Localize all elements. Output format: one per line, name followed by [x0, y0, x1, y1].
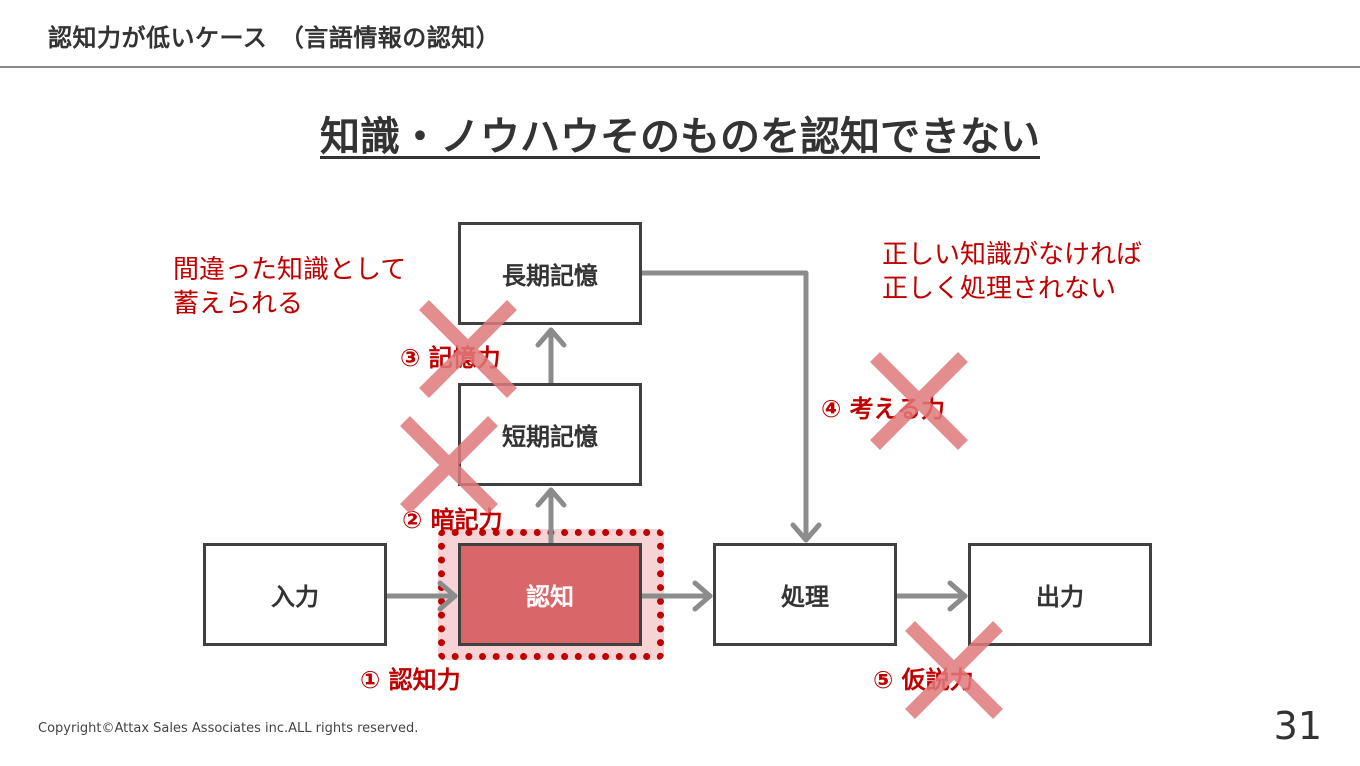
arrow-long-term-to-processing — [639, 270, 809, 543]
input-label: 入力 — [271, 583, 319, 611]
note-correct-processing-line2: 正しく処理されない — [882, 274, 1117, 304]
cross-mark-icon-memory — [419, 300, 517, 398]
long-term-memory-box: 長期記憶 — [458, 222, 642, 325]
short-term-memory-label: 短期記憶 — [502, 423, 598, 451]
arrowhead-input-to-cognition — [437, 580, 458, 612]
slide-header-title: 認知力が低いケース （言語情報の認知） — [48, 24, 501, 52]
header-divider — [0, 66, 1360, 68]
long-term-memory-label: 長期記憶 — [502, 262, 598, 290]
arrowhead-short-term-to-long-term — [535, 327, 567, 348]
processing-label: 処理 — [781, 583, 829, 611]
arrowhead-long-term-to-processing — [790, 522, 822, 543]
note-correct-processing: 正しい知識がなければ 正しく処理されない — [882, 238, 1142, 306]
cognition-label: 認知 — [526, 583, 574, 611]
main-title-text: 知識・ノウハウそのものを認知できない — [320, 114, 1040, 160]
ability-cognition: ① 認知力 — [360, 666, 461, 694]
note-wrong-knowledge-line2: 蓄えられる — [173, 289, 304, 319]
cross-mark-icon-memorization — [400, 416, 498, 514]
note-wrong-knowledge: 間違った知識として 蓄えられる — [173, 253, 406, 321]
note-correct-processing-line1: 正しい知識がなければ — [882, 240, 1143, 270]
arrowhead-cognition-to-processing — [692, 580, 713, 612]
processing-box: 処理 — [713, 543, 897, 646]
output-label: 出力 — [1036, 583, 1084, 611]
arrowhead-cognition-to-short-term — [535, 487, 567, 508]
copyright-text: Copyright©Attax Sales Associates inc.ALL… — [38, 721, 419, 736]
page-number: 31 — [1273, 704, 1322, 748]
cross-mark-icon-hypothesis — [905, 621, 1003, 719]
cognition-box: 認知 — [458, 543, 642, 646]
cross-mark-icon-thinking — [870, 352, 968, 450]
arrowhead-processing-to-output — [947, 580, 968, 612]
main-title: 知識・ノウハウそのものを認知できない — [0, 104, 1360, 162]
note-wrong-knowledge-line1: 間違った知識として — [173, 255, 407, 285]
input-box: 入力 — [203, 543, 387, 646]
